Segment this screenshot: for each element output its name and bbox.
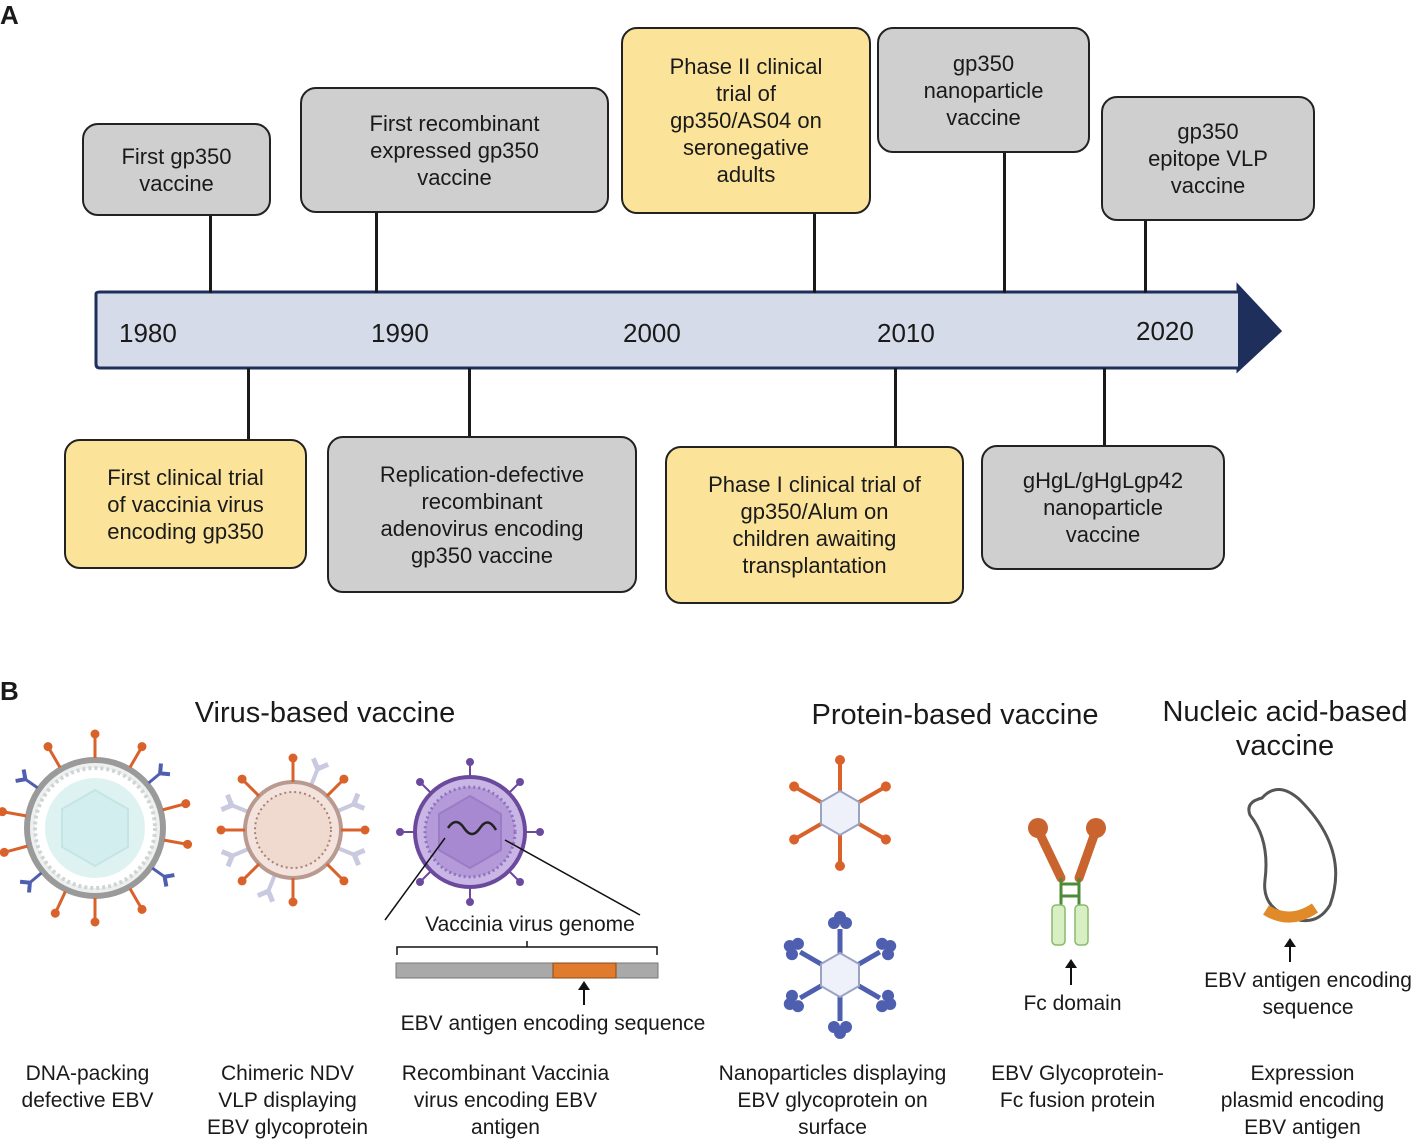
year-label-1980: 1980 [119,318,177,348]
stem-bottom-3 [894,368,897,446]
label-ebv-antigen-plasmid: EBV antigen encoding sequence [1204,969,1412,1019]
caption-fc-fusion: EBV Glycoprotein- Fc fusion protein [991,1062,1164,1112]
year-label-2010: 2010 [877,318,935,348]
fc-domain-arrow [1065,959,1077,985]
event-gp350-nanoparticle: gp350 nanoparticle vaccine [877,27,1090,153]
stem-top-5 [1144,220,1147,293]
genome-bracket [396,941,658,955]
panel-b-letter: B [0,676,19,706]
stem-bottom-2 [468,368,471,437]
event-adenovirus-vaccine: Replication-defective recombinant adenov… [327,436,637,593]
genome-bar [395,962,659,979]
zoom-line-right [504,839,641,916]
stem-bottom-1 [247,368,250,440]
event-gp350-epitope-vlp: gp350 epitope VLP vaccine [1101,96,1315,221]
year-label-2020: 2020 [1136,316,1194,346]
ebv-antigen-segment [552,962,617,979]
label-fc-domain: Fc domain [1023,992,1122,1015]
ndv-vlp-icon [215,752,371,908]
event-first-gp350-vaccine: First gp350 vaccine [82,123,271,216]
label-ebv-antigen-sequence: EBV antigen encoding sequence [400,1012,706,1035]
stem-top-2 [375,212,378,293]
plasmid-icon [1247,788,1338,923]
label-vaccinia-genome: Vaccinia virus genome [425,913,635,936]
event-first-recombinant-gp350: First recombinant expressed gp350 vaccin… [300,87,609,213]
plasmid-seq-arrow [1284,938,1296,962]
year-label-2000: 2000 [623,318,681,348]
heading-protein-based: Protein-based vaccine [811,699,1099,731]
event-ghgl-nanoparticle: gHgL/gHgLgp42 nanoparticle vaccine [981,445,1225,570]
fc-fusion-protein-icon [1028,818,1106,946]
stem-top-4 [1003,152,1006,293]
vaccinia-virion-icon [396,758,544,906]
zoom-line-left [384,837,446,921]
caption-nanoparticles: Nanoparticles displaying EBV glycoprotei… [718,1062,947,1139]
caption-dna-packing-ebv: DNA-packing defective EBV [21,1062,154,1112]
panel-a-letter: A [0,0,19,30]
stem-top-3 [813,213,816,293]
caption-recombinant-vaccinia: Recombinant Vaccinia virus encoding EBV … [401,1062,610,1139]
year-label-1990: 1990 [371,318,429,348]
heading-nucleic-acid-based: Nucleic acid-based vaccine [1162,696,1408,762]
stem-top-1 [209,215,212,293]
caption-expression-plasmid: Expression plasmid encoding EBV antigen [1220,1062,1385,1139]
caption-chimeric-ndv: Chimeric NDV VLP displaying EBV glycopro… [206,1062,369,1139]
event-phase2-trial: Phase II clinical trial of gp350/AS04 on… [621,27,871,214]
stem-bottom-4 [1103,368,1106,446]
ebv-virion-icon [0,728,195,928]
nanoparticle-blue-icon [779,911,902,1039]
timeline-arrow [94,282,1283,374]
event-first-vaccinia-trial: First clinical trial of vaccinia virus e… [64,439,307,569]
event-phase1-trial: Phase I clinical trial of gp350/Alum on … [665,446,964,604]
heading-virus-based: Virus-based vaccine [194,697,456,729]
nanoparticle-orange-icon [785,753,895,873]
ebv-seq-arrow [578,981,590,1005]
